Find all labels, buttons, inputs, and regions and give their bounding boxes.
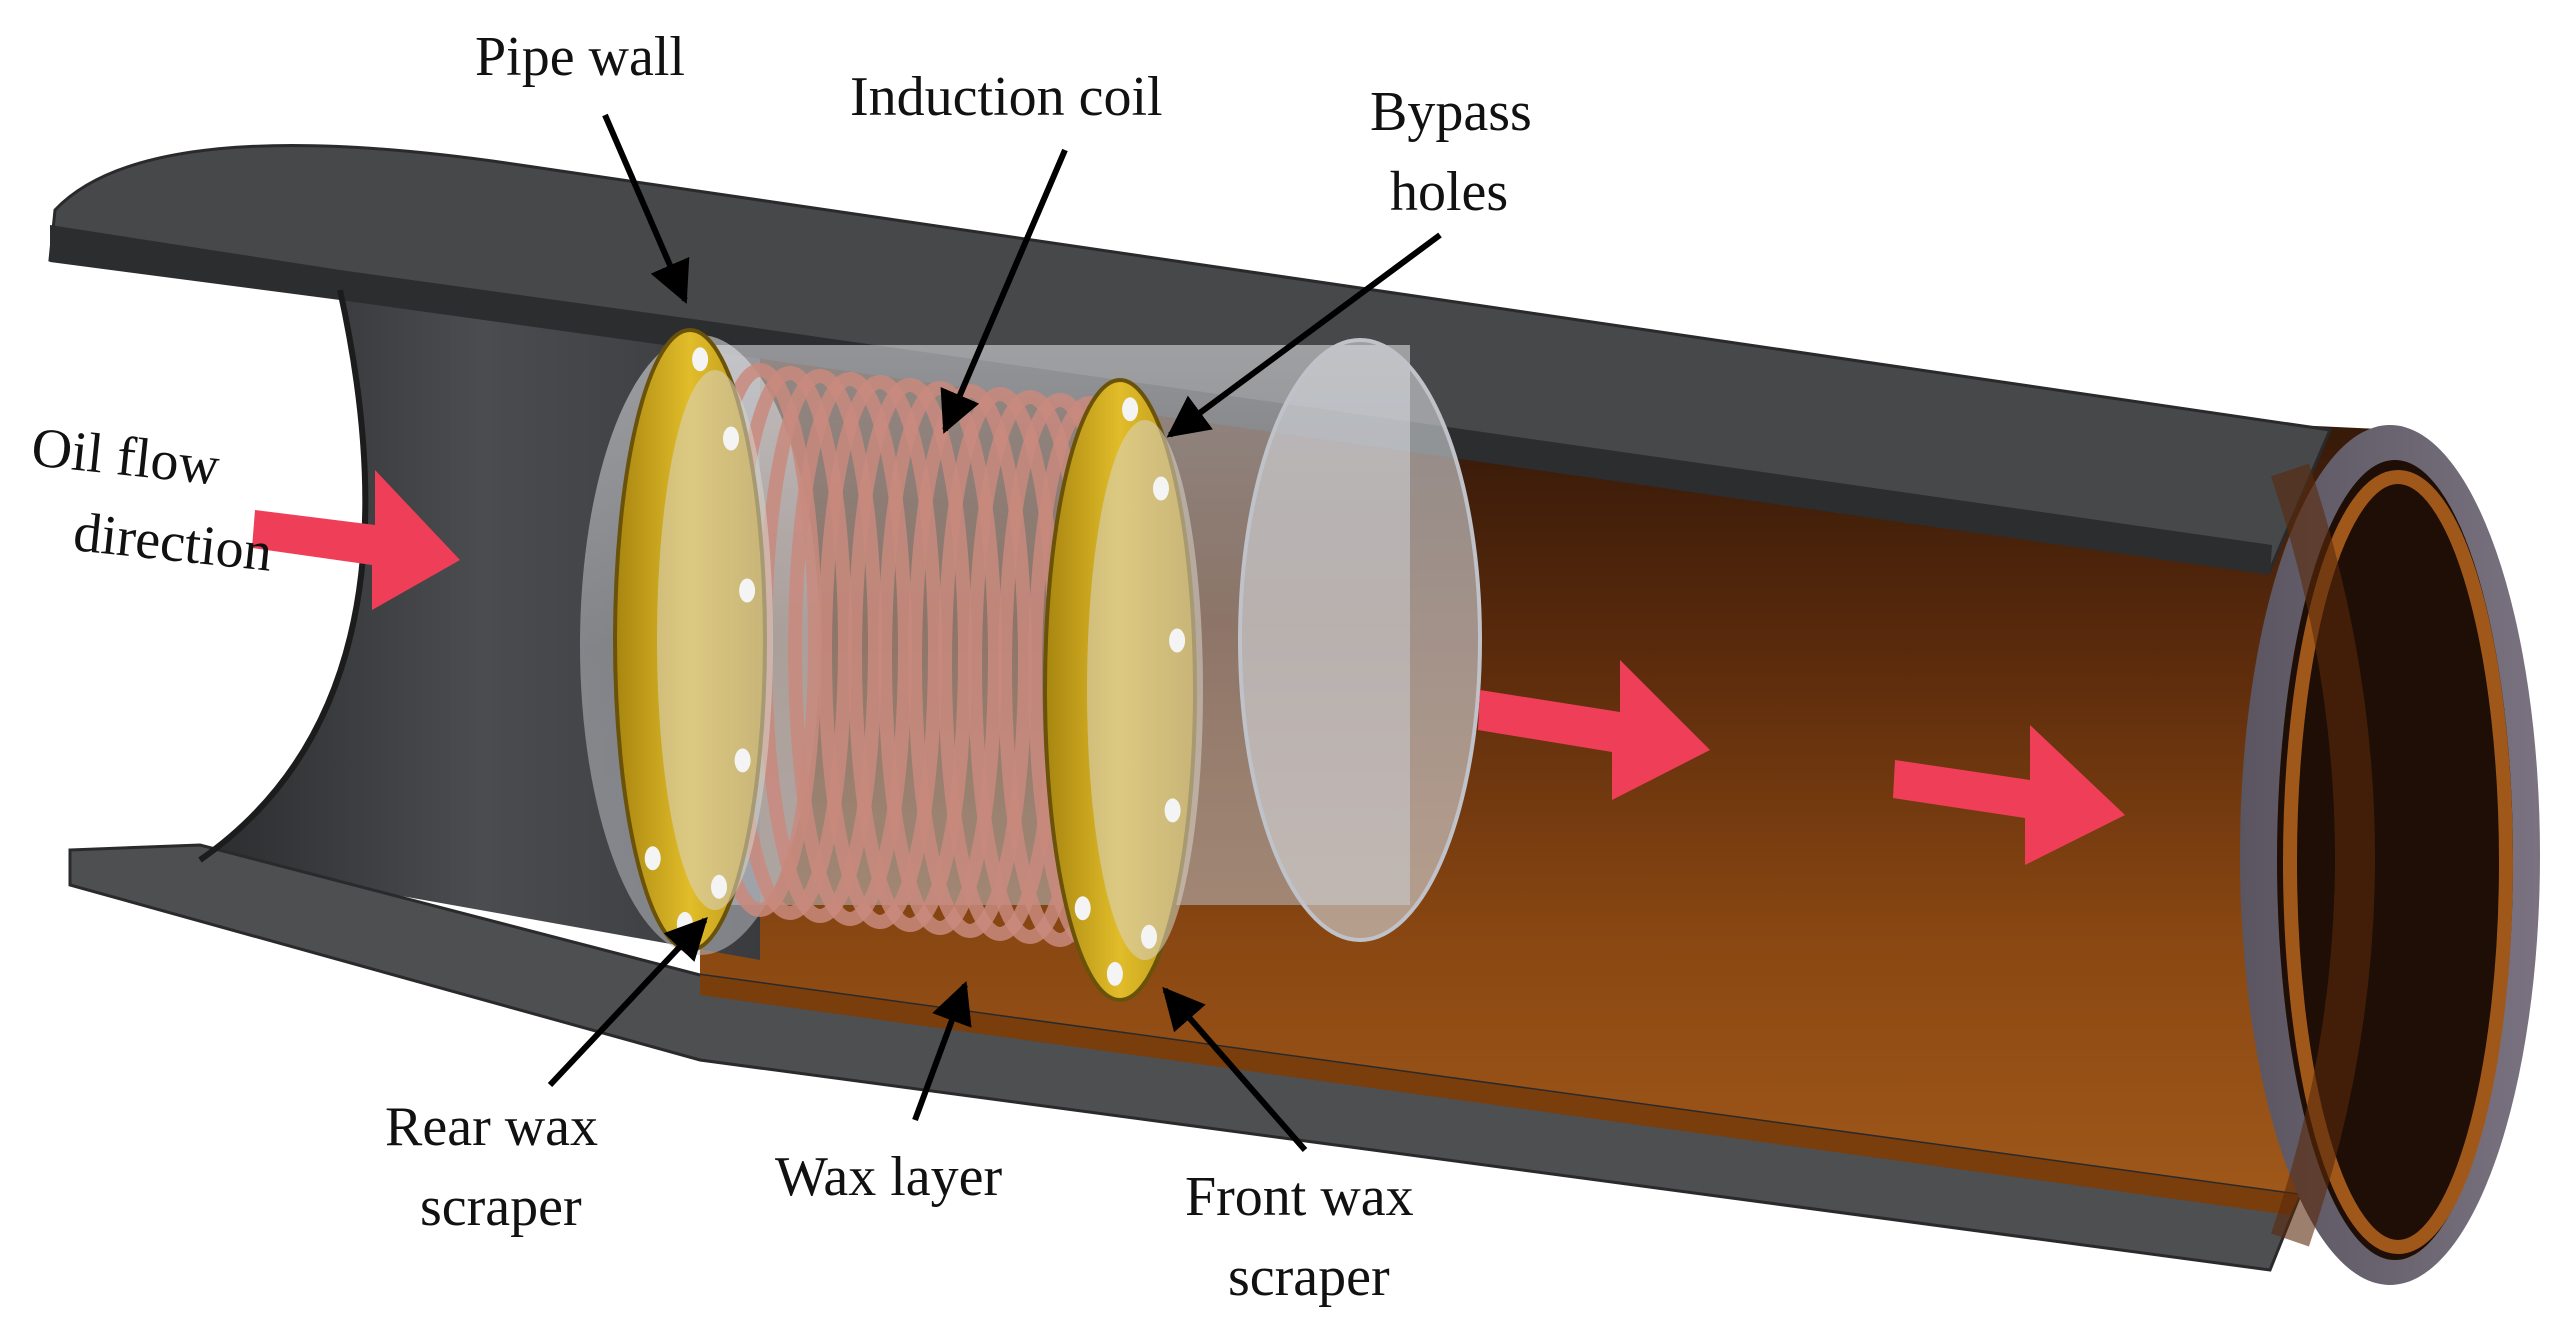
front-scraper-holes [1074, 397, 1186, 986]
bypass-hole [1106, 961, 1123, 986]
label-bypass-holes-1: Bypass [1370, 81, 1532, 143]
pipe-end-inner-shade [2271, 463, 2375, 1247]
flow-arrow-middle [1478, 660, 1710, 800]
bypass-hole [734, 748, 751, 773]
label-oil-flow-2: direction [71, 501, 275, 583]
flow-arrow-outlet [1893, 725, 2125, 865]
coil-turn [818, 375, 942, 929]
pig-body-front [1238, 338, 1482, 942]
rear-scraper-inner [657, 370, 773, 910]
label-oil-flow-1: Oil flow [29, 416, 223, 497]
coil-turn [878, 381, 1002, 935]
bypass-hole [711, 874, 727, 899]
bypass-hole [692, 347, 709, 372]
flow-arrows [252, 470, 2125, 865]
coil-turn [788, 372, 912, 926]
leader-front-scraper [1162, 986, 1308, 1152]
leader-pipe-wall [602, 113, 690, 304]
bypass-hole [1169, 628, 1186, 653]
wax-layer-strip [700, 975, 2300, 1215]
bypass-hole [1153, 476, 1169, 501]
bypass-hole [644, 846, 661, 871]
front-scraper-inner [1087, 420, 1203, 960]
flow-arrow-inlet [252, 470, 460, 610]
label-rear-scraper-1: Rear wax [385, 1096, 598, 1158]
leader-induction-coil [940, 148, 1068, 434]
label-wax-layer: Wax layer [775, 1146, 1002, 1208]
bypass-hole [1122, 397, 1139, 422]
leader-wax-layer [912, 981, 972, 1122]
leader-rear-scraper [547, 916, 708, 1088]
coil-turn [848, 378, 972, 932]
bypass-hole [1164, 798, 1181, 823]
label-front-scraper-1: Front wax [1185, 1166, 1414, 1228]
label-front-scraper-2: scraper [1228, 1246, 1390, 1308]
label-rear-scraper-2: scraper [420, 1176, 582, 1238]
pipe-left-cut [198, 289, 369, 863]
label-induction-coil: Induction coil [850, 66, 1163, 128]
leader-bypass-holes [1166, 232, 1442, 438]
pipe-end-wax-ring [2283, 470, 2513, 1254]
bypass-hole [1074, 896, 1091, 921]
leader-lines [547, 113, 1442, 1152]
bypass-hole [739, 578, 756, 603]
bypass-hole [1141, 924, 1157, 949]
label-pipe-wall: Pipe wall [475, 26, 685, 88]
label-bypass-holes-2: holes [1390, 161, 1508, 223]
bypass-hole [723, 426, 739, 451]
